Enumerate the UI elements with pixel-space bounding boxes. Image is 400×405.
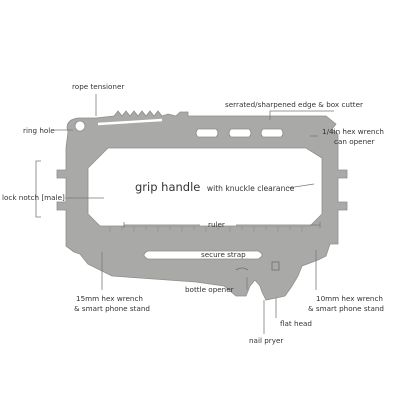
label-rope-tensioner: rope tensioner bbox=[72, 82, 124, 91]
label-grip-handle: grip handle with knuckle clearance bbox=[135, 180, 295, 194]
label-grip-handle-sub: with knuckle clearance bbox=[207, 184, 295, 193]
tool-outline bbox=[56, 110, 348, 301]
leader-grip-handle bbox=[287, 183, 315, 189]
label-hex10-2: & smart phone stand bbox=[308, 304, 384, 313]
label-hex10-1: 10mm hex wrench bbox=[316, 294, 383, 303]
label-nail-pryer: nail pryer bbox=[249, 336, 283, 345]
label-bottle-opener: bottle opener bbox=[185, 285, 234, 294]
label-lock-notch: lock notch [male] bbox=[2, 193, 65, 202]
label-hex15-1: 15mm hex wrench bbox=[76, 294, 143, 303]
multitool-card bbox=[56, 110, 348, 301]
label-hex15-2: & smart phone stand bbox=[74, 304, 150, 313]
callout-labels: rope tensioner ring hole serrated/sharpe… bbox=[2, 82, 384, 345]
label-flat-head: flat head bbox=[280, 319, 312, 328]
label-serrated-edge: serrated/sharpened edge & box cutter bbox=[225, 100, 363, 109]
leader-lines bbox=[35, 94, 334, 334]
label-hex-quarter-1: 1/4in hex wrench bbox=[322, 127, 384, 136]
label-ruler: ruler bbox=[208, 220, 225, 229]
phone-stand-notch bbox=[271, 261, 280, 271]
leader-serrated-edge bbox=[269, 110, 334, 120]
label-hex-quarter-2: can opener bbox=[334, 137, 375, 146]
bottle-opener-hook bbox=[235, 267, 249, 271]
label-ring-hole: ring hole bbox=[23, 126, 55, 135]
leader-ruler bbox=[123, 222, 321, 228]
label-grip-handle-main: grip handle bbox=[135, 180, 200, 194]
label-secure-strap: secure strap bbox=[201, 250, 246, 259]
ruler-ticks bbox=[109, 226, 303, 232]
leader-lock-notch-bracket bbox=[35, 160, 41, 218]
rope-tensioner-slot bbox=[97, 118, 163, 126]
